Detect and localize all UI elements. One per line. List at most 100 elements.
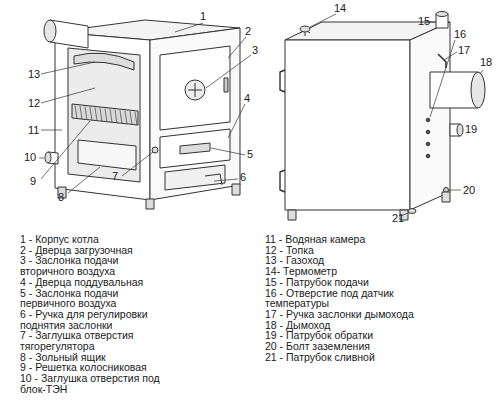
leader-lines (39, 14, 483, 216)
leader-line (211, 148, 245, 155)
part-list-item: 5 - Заслонка подачи первичного воздуха (20, 288, 170, 309)
grate-bar (125, 111, 127, 125)
part-list-item: 15 - Патрубок подачи (265, 277, 415, 288)
sensor-hole (426, 154, 430, 158)
damper-handle (205, 174, 222, 185)
ash-door (160, 129, 230, 168)
boiler-leg (442, 192, 450, 202)
part-list-item: 19 - Патрубок обратки (265, 330, 415, 341)
callout-number: 7 (112, 170, 118, 183)
sensor-hole (426, 118, 430, 122)
leader-line (41, 121, 90, 179)
leader-line (41, 62, 95, 74)
grate-bar (95, 108, 97, 122)
callout-number: 18 (480, 56, 492, 69)
part-list-item: 1 - Корпус котла (20, 234, 170, 245)
damper-cross (188, 83, 202, 97)
callout-number: 8 (58, 191, 64, 204)
grate-bar (80, 106, 82, 120)
loading-door (160, 46, 230, 130)
callout-number: 10 (24, 151, 36, 164)
grate-bar (85, 107, 87, 121)
leader-line (444, 52, 457, 60)
part-list-item: 2 - Дверца загрузочная (20, 245, 170, 256)
grate-bar (110, 109, 112, 123)
ash-drawer (165, 165, 225, 190)
part-list-item: 18 - Дымоход (265, 320, 415, 331)
chimney-pipe-end (471, 72, 485, 108)
gas-duct (74, 53, 134, 70)
grate-bar (130, 111, 132, 125)
flue-damper-handle (438, 54, 446, 68)
part-list-item: 17 - Ручка заслонки дымохода (265, 309, 415, 320)
ash-box (78, 140, 136, 170)
callout-number: 14 (334, 2, 346, 15)
leader-line (206, 55, 251, 88)
callout-number: 21 (392, 212, 404, 225)
primary-air-damper (180, 143, 210, 154)
leader-line (214, 179, 238, 181)
sensor-hole (426, 130, 430, 134)
callout-number: 12 (28, 97, 40, 110)
heater-plug (45, 152, 51, 163)
leader-line (41, 130, 62, 131)
callout-number: 17 (458, 44, 470, 57)
leader-line (41, 88, 95, 103)
callout-number: 5 (247, 148, 253, 161)
leader-line (175, 23, 203, 32)
secondary-air-damper (185, 80, 205, 100)
boiler-side (55, 32, 150, 200)
part-list-item: 21 - Патрубок сливной (265, 352, 415, 363)
callout-number: 1 (200, 10, 206, 23)
side-handle (280, 170, 285, 192)
leader-line (430, 40, 455, 117)
callout-number: 11 (28, 124, 39, 137)
callout-number: 2 (245, 25, 251, 38)
callout-number: 15 (418, 15, 430, 28)
grate-bar (135, 112, 137, 126)
grate-bar (90, 107, 92, 121)
drain-pipe (408, 209, 416, 214)
return-pipe-end (457, 124, 463, 136)
part-list-item: 8 - Зольный ящик (20, 352, 170, 363)
door-handle (224, 78, 228, 92)
grate-bar (105, 109, 107, 123)
leader-line (39, 158, 44, 159)
boiler-leg (146, 199, 154, 209)
grate-bar (115, 110, 117, 124)
side-handle (280, 70, 285, 92)
leader-line (480, 70, 483, 74)
part-list-item: 9 - Решетка колосниковая (20, 362, 170, 373)
part-list-item: 14- Термометр (265, 266, 415, 277)
water-jacket-opening (68, 48, 140, 182)
part-list-item: 4 - Дверца поддувальная (20, 277, 170, 288)
leader-line (449, 190, 461, 191)
callout-number: 3 (252, 44, 258, 57)
grate-bar (75, 106, 77, 120)
leader-line (310, 14, 336, 27)
callout-number: 13 (28, 68, 40, 81)
leader-line (68, 167, 100, 193)
callout-number: 9 (30, 175, 36, 188)
boiler-front (150, 28, 240, 200)
part-list-item: 13 - Газоход (265, 255, 415, 266)
part-list-item: 12 - Топка (265, 245, 415, 256)
leader-line (228, 37, 246, 58)
part-list-item: 3 - Заслонка подачи вторичного воздуха (20, 255, 170, 276)
callout-number: 20 (463, 184, 475, 197)
leader-line (228, 104, 245, 138)
grate-bar (100, 108, 102, 122)
grate (72, 104, 138, 125)
boiler-leg (232, 184, 240, 195)
part-list-item: 20 - Болт заземления (265, 341, 415, 352)
part-list-item: 7 - Заглушка отверстия тягорегулятора (20, 330, 170, 351)
callout-number: 4 (244, 92, 250, 105)
part-list-item: 11 - Водяная камера (265, 234, 415, 245)
thermometer (300, 26, 310, 32)
sensor-hole (426, 142, 430, 146)
boiler-side (285, 40, 410, 210)
part-list-item: 16 - Отверстие под датчик температуры (265, 288, 415, 309)
flue-pipe-end (44, 20, 56, 42)
callout-number: 19 (465, 123, 477, 136)
